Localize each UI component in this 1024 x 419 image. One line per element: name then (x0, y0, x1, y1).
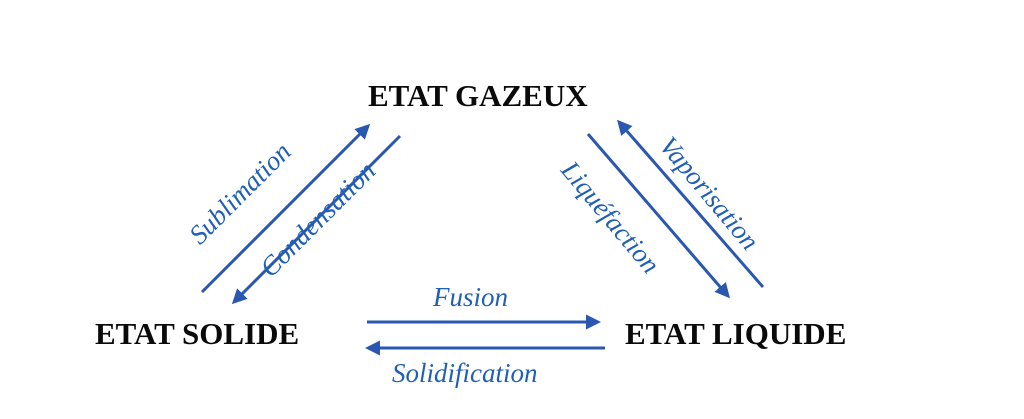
label-fusion: Fusion (433, 282, 509, 312)
liquefaction-arrow (586, 133, 730, 299)
sublimation-arrow (200, 123, 371, 294)
label-solidification: Solidification (392, 358, 538, 388)
condensation-arrow (231, 134, 402, 305)
vaporisation-arrow (617, 119, 765, 288)
state-solid: ETAT SOLIDE (95, 316, 300, 351)
state-liquid: ETAT LIQUIDE (625, 316, 847, 351)
state-gas: ETAT GAZEUX (368, 78, 588, 113)
